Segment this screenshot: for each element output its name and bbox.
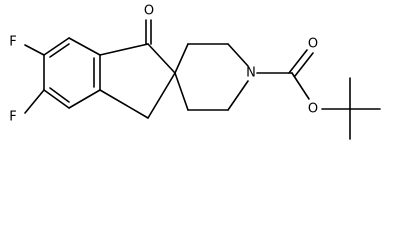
bond-spiro-c2p [174, 43, 189, 74]
chemical-structure-figure: F F O N O O [9, 4, 381, 140]
bond-c3p-n [227, 43, 249, 67]
fluorine-substituents [24, 44, 45, 114]
atom-label-f-upper: F [9, 35, 16, 50]
bond-c7a-c1 [99, 43, 149, 56]
cyclopentanone-ring [99, 43, 176, 119]
piperidine-ring [174, 43, 249, 111]
atom-label-o-ketone: O [144, 4, 154, 19]
boc-group [256, 49, 381, 140]
bond-c6p-spiro [174, 72, 189, 111]
atom-label-n-piperidine: N [246, 66, 256, 81]
atom-label-o-carbonyl: O [308, 37, 318, 52]
atom-label-o-ester: O [308, 102, 318, 117]
bond-c6-f-upper [24, 44, 45, 56]
bond-c7-c6 [43, 37, 70, 56]
bond-c1-spiro [147, 43, 176, 74]
double-bond-c7-c6-inner [49, 43, 70, 58]
bond-c-carbonyl-o-ester [291, 72, 310, 100]
double-bond-c-carbonyl-o-double [294, 52, 314, 77]
molecule-drawing: F F O N O O [9, 4, 381, 140]
bond-spiro-c3 [147, 72, 176, 119]
bond-n-c5p [227, 80, 249, 111]
atom-labels: F F O N O O [9, 4, 318, 125]
benzene-ring [43, 37, 101, 109]
ketone-group [145, 19, 152, 45]
bond-c3-c3a [99, 89, 149, 119]
atom-label-f-lower: F [9, 110, 16, 125]
bond-c5-f-lower [24, 89, 45, 114]
bond-c4-c3a [68, 89, 101, 109]
bond-c7a-c7 [68, 37, 101, 56]
bond-c5-c4 [43, 89, 70, 109]
double-bond-c5-c4-inner [49, 87, 70, 103]
bond-c-carbonyl-o-double [288, 49, 308, 74]
